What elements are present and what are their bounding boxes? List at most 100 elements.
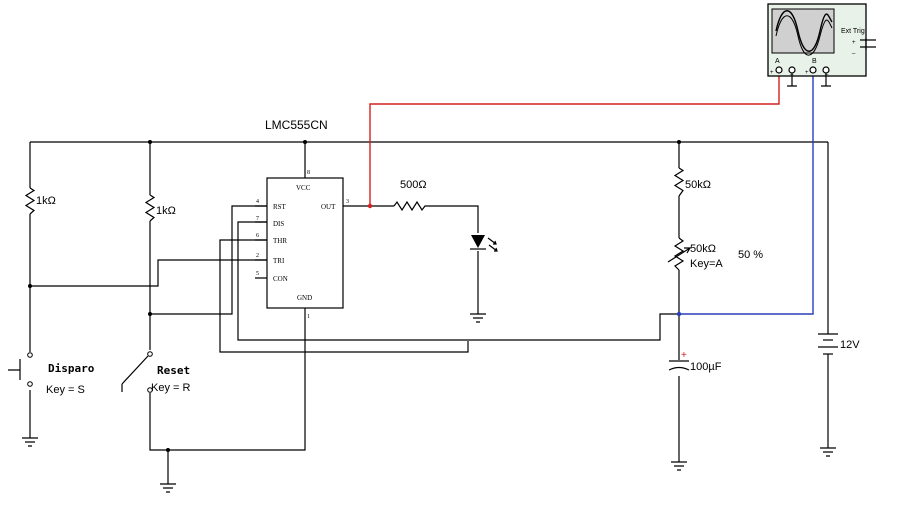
scope-terminal-stubs bbox=[787, 73, 831, 87]
resistor-zigzag bbox=[24, 187, 36, 215]
scope-waveform-2 bbox=[775, 15, 833, 56]
scope-minus-ext: _ bbox=[851, 48, 856, 54]
scope-ext-trig: Ext Trig bbox=[841, 28, 865, 35]
ic-pin-tri-label: TRI bbox=[273, 257, 285, 265]
scope-terminal-a-gnd[interactable] bbox=[788, 66, 796, 74]
scope-plus-ext: + bbox=[852, 40, 856, 46]
ic-pin-thr-label: THR bbox=[273, 237, 287, 245]
switch-disparo[interactable]: Disparo Key = S bbox=[8, 352, 95, 396]
pot-wiper-arrow bbox=[667, 247, 692, 263]
switch-pushbar bbox=[8, 359, 21, 380]
battery[interactable]: 12V bbox=[818, 333, 860, 355]
ic-pin-gnd-num: 1 bbox=[307, 314, 310, 320]
resistor-out[interactable]: 500Ω bbox=[393, 179, 428, 212]
ground-icon bbox=[160, 483, 176, 493]
ic-pin-con-label: CON bbox=[273, 275, 288, 283]
battery-value: 12V bbox=[840, 339, 860, 351]
led-triangle bbox=[471, 235, 485, 248]
cap-plate-bottom bbox=[668, 366, 690, 371]
scope-ch-b-label: B bbox=[812, 58, 817, 65]
resistor-zigzag bbox=[144, 194, 156, 222]
ground-icon bbox=[671, 461, 687, 471]
junction-dot bbox=[676, 311, 682, 317]
resistor-zigzag bbox=[673, 237, 685, 271]
wire-threshold bbox=[219, 239, 469, 353]
ic-pin-out-label: OUT bbox=[321, 203, 336, 211]
ground-icon bbox=[820, 447, 836, 457]
pot-key: Key=A bbox=[690, 258, 723, 270]
ic-pin-vcc-label: VCC bbox=[296, 184, 311, 192]
switch-reset-name: Reset bbox=[157, 364, 190, 377]
ground-symbols bbox=[22, 313, 836, 493]
wire-cap-node bbox=[468, 313, 679, 341]
led-emit-arrow bbox=[487, 237, 498, 252]
wire-trigger bbox=[30, 259, 267, 287]
resistor-out-value: 500Ω bbox=[400, 179, 427, 191]
wires bbox=[29, 74, 829, 484]
switch-disparo-key: Key = S bbox=[46, 384, 85, 396]
scope-terminal-b-gnd[interactable] bbox=[822, 66, 830, 74]
scope-terminal-b[interactable] bbox=[809, 66, 817, 74]
wire-gnd-pin bbox=[149, 308, 306, 451]
scope-waveform bbox=[775, 10, 833, 52]
switch-reset[interactable]: Reset Key = R bbox=[121, 351, 190, 394]
switch-contact bbox=[147, 387, 153, 393]
wire-reset bbox=[150, 205, 267, 315]
wire-discharge bbox=[237, 221, 468, 341]
ic-pin-rst-label: RST bbox=[273, 203, 287, 211]
led[interactable] bbox=[470, 235, 498, 252]
scope-ch-a-label: A bbox=[775, 58, 780, 65]
resistor-r-top-value: 50kΩ bbox=[685, 179, 711, 191]
junction-dot bbox=[303, 140, 307, 144]
pot-value: 50kΩ bbox=[690, 243, 716, 255]
switch-disparo-name: Disparo bbox=[48, 362, 95, 375]
ic-pin-tri-num: 2 bbox=[256, 253, 259, 259]
scope-plus-a: + bbox=[770, 70, 774, 76]
junction-dot bbox=[148, 312, 152, 316]
switch-reset-key: Key = R bbox=[151, 382, 190, 394]
cap-plus-sign: + bbox=[681, 350, 687, 361]
ic-pin-out-num: 3 bbox=[346, 199, 349, 205]
wire-probe-a bbox=[369, 74, 780, 206]
junction-dot bbox=[367, 203, 373, 209]
junction-dot bbox=[677, 140, 681, 144]
junctions bbox=[28, 140, 682, 452]
ic-pin-stubs bbox=[255, 205, 267, 279]
pot-setting: 50 % bbox=[738, 249, 763, 261]
junction-dot bbox=[166, 448, 170, 452]
resistor-r2-value: 1kΩ bbox=[156, 205, 176, 217]
resistor-r1-value: 1kΩ bbox=[36, 195, 56, 207]
resistor-zigzag bbox=[673, 167, 685, 197]
ic-pin-gnd-label: GND bbox=[297, 294, 312, 302]
ic-part-label: LMC555CN bbox=[265, 118, 328, 132]
scope-ext-connector bbox=[860, 38, 876, 50]
switch-lever bbox=[121, 355, 149, 392]
switch-contact bbox=[27, 381, 33, 387]
cap-value: 100µF bbox=[690, 361, 722, 373]
potentiometer[interactable]: 50kΩ Key=A 50 % bbox=[667, 237, 763, 271]
scope-plus-b: + bbox=[805, 70, 809, 76]
switch-contact bbox=[27, 352, 33, 358]
resistor-zigzag bbox=[393, 200, 428, 212]
resistor-r-top[interactable]: 50kΩ bbox=[673, 167, 711, 197]
capacitor[interactable]: + 100µF bbox=[668, 350, 722, 373]
switch-contact bbox=[147, 351, 153, 357]
ic-pin-thr-num: 6 bbox=[256, 233, 259, 239]
ic-body bbox=[266, 177, 344, 309]
ic-pin-dis-num: 7 bbox=[256, 216, 259, 222]
ic-pin-dis-label: DIS bbox=[273, 220, 284, 228]
wire-probe-b bbox=[679, 74, 814, 315]
scope-terminal-a[interactable] bbox=[775, 66, 783, 74]
ic-pin-con-num: 5 bbox=[256, 271, 259, 277]
resistor-r2[interactable]: 1kΩ bbox=[144, 194, 176, 222]
resistor-r1[interactable]: 1kΩ bbox=[24, 187, 56, 215]
ic-555[interactable]: LMC555CN VCC 8 RST 4 DIS 7 THR 6 TRI 2 C… bbox=[255, 118, 349, 320]
junction-dot bbox=[28, 284, 32, 288]
ground-icon bbox=[470, 313, 486, 323]
ic-pin-vcc-num: 8 bbox=[307, 170, 310, 176]
wire-out-led bbox=[428, 205, 479, 233]
ground-icon bbox=[22, 437, 38, 447]
junction-dot bbox=[148, 140, 152, 144]
oscilloscope[interactable]: Ext Trig + _ A B + _ + _ bbox=[767, 3, 876, 87]
